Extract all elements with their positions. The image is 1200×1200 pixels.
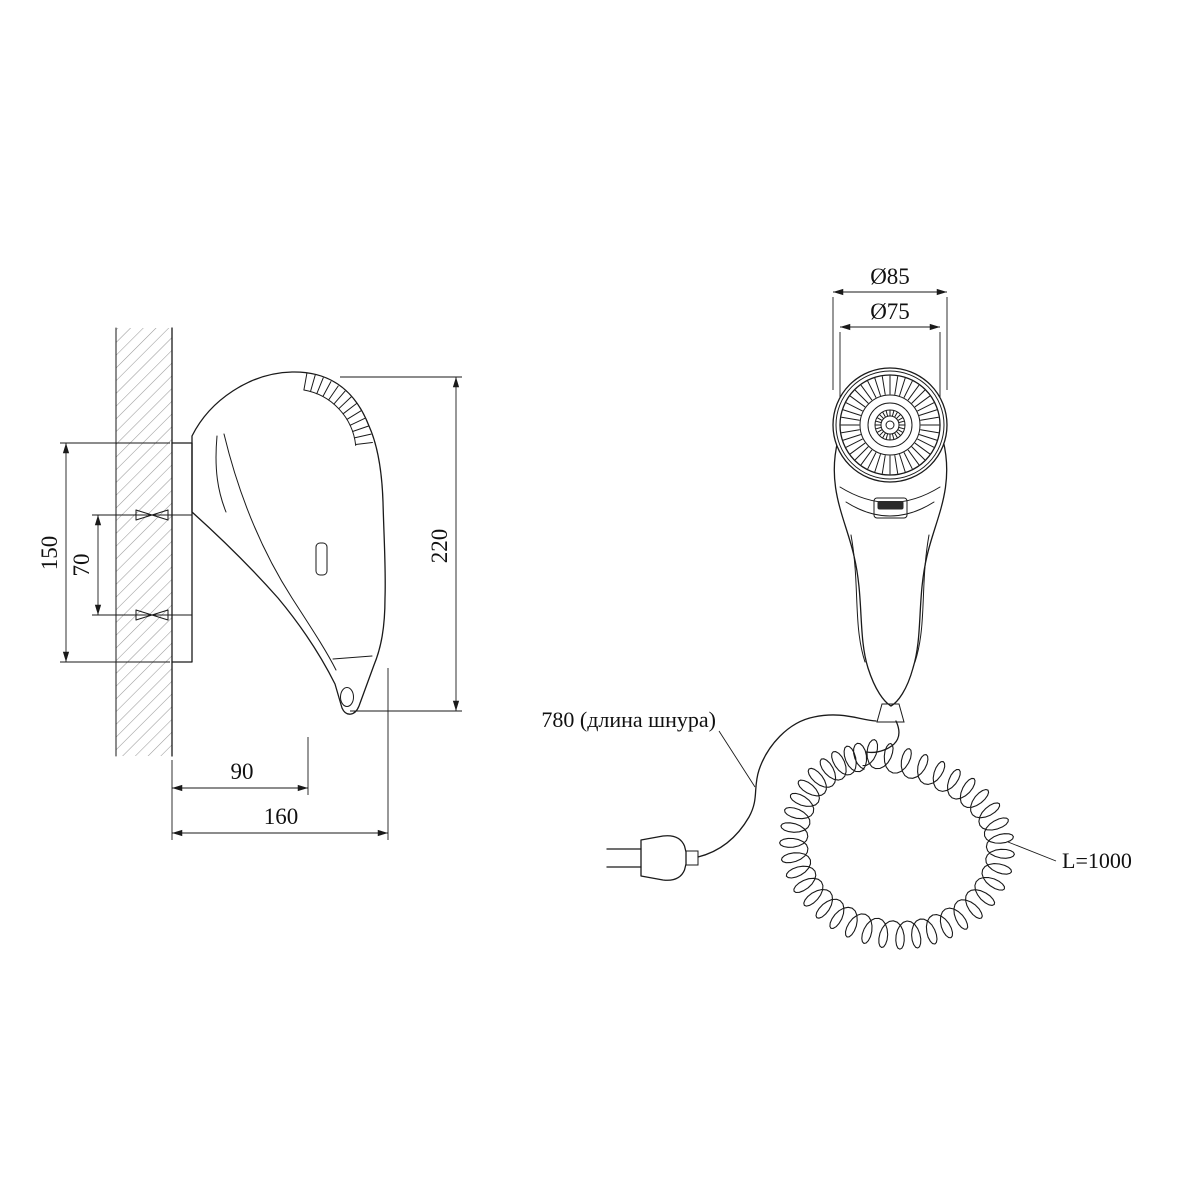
- side-latch-button: [315, 542, 328, 576]
- mounting-plate: [171, 442, 193, 663]
- holder-rim-curve-inner: [845, 501, 935, 517]
- plug-neck: [685, 850, 699, 866]
- air-inlet-ribs: [303, 372, 373, 445]
- side-view: 150 70 220 90 160: [37, 327, 462, 840]
- front-view: Ø85 Ø75 780 (длина шнура) L=1000: [541, 264, 1132, 950]
- cord-strain-relief: [876, 703, 905, 723]
- handle-inner-right: [914, 534, 930, 663]
- coiled-cord: [779, 739, 1015, 950]
- dimension-160: 160: [172, 668, 389, 840]
- grille-fins: [840, 375, 940, 475]
- dim-text-90: 90: [231, 759, 254, 784]
- handle-inner-left: [850, 534, 866, 663]
- dim-text-150: 150: [37, 536, 62, 571]
- wall-hatching: [115, 327, 173, 757]
- dimension-220: 220: [340, 376, 462, 712]
- dim-text-d85: Ø85: [870, 264, 910, 289]
- coil-lead: [865, 720, 900, 754]
- holder-rim-curve-outer: [839, 486, 941, 503]
- coil-length-callout: L=1000: [1007, 841, 1132, 873]
- cord-length-callout: 780 (длина шнура): [541, 707, 756, 788]
- mounting-screw-bottom: [135, 609, 193, 621]
- dim-text-220: 220: [427, 529, 452, 564]
- dimension-70: 70: [69, 514, 136, 616]
- dim-text-d75: Ø75: [870, 299, 910, 324]
- dimension-d75: Ø75: [839, 299, 941, 397]
- dim-text-160: 160: [264, 804, 299, 829]
- mains-plug: [606, 835, 699, 881]
- grille-hub-ticks: [875, 410, 905, 440]
- dimension-150: 150: [37, 442, 170, 663]
- power-switch: [873, 497, 908, 519]
- dryer-side-outline: [191, 371, 386, 715]
- holder-cup-edge: [332, 655, 373, 660]
- cord-length-label: 780 (длина шнура): [541, 707, 716, 732]
- dimension-d85: Ø85: [832, 264, 948, 390]
- dimension-90: 90: [171, 737, 309, 840]
- supply-cord: [697, 714, 877, 858]
- holder-seam-line: [223, 433, 337, 671]
- coil-length-label: L=1000: [1062, 848, 1132, 873]
- cord-outlet-hole: [340, 687, 354, 707]
- dim-text-70: 70: [69, 554, 94, 577]
- bracket-edge-line: [215, 435, 227, 513]
